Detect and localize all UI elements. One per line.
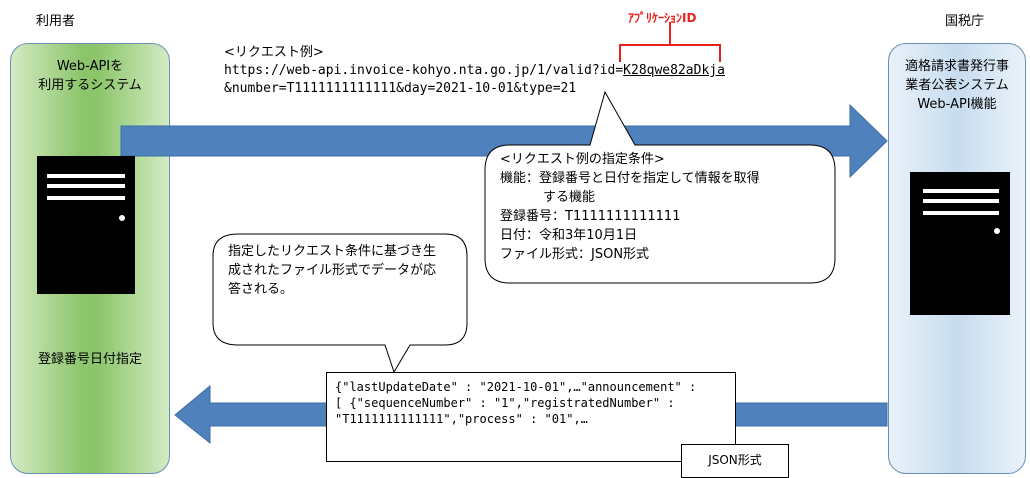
app-id-label: ｱﾌﾟﾘｹｰｼｮﾝID xyxy=(628,11,697,25)
request-params: &number=T1111111111111&day=2021-10-01&ty… xyxy=(224,81,577,96)
request-url: https://web-api.invoice-kohyo.nta.go.jp/… xyxy=(224,63,725,78)
condition-bubble-text: <リクエスト例の指定条件> 機能：登録番号と日付を指定して情報を取得 する機能 … xyxy=(500,152,760,262)
app-id-bracket xyxy=(619,22,721,62)
request-heading: <リクエスト例> xyxy=(224,45,324,60)
nta-system-title: 適格請求書発行事 業者公表システム Web-API機能 xyxy=(904,59,1009,112)
nta-server-icon xyxy=(910,172,1010,315)
json-format-label: JSON形式 xyxy=(681,444,789,478)
json-sample-box: {"lastUpdateDate" : "2021-10-01",…"annou… xyxy=(326,372,736,462)
response-bubble xyxy=(212,233,468,374)
user-label: 利用者 xyxy=(36,14,76,29)
request-example: <リクエスト例> https://web-api.invoice-kohyo.n… xyxy=(224,44,725,98)
client-system-panel: Web-APIを 利用するシステム 登録番号日付指定 xyxy=(10,43,170,474)
client-system-caption: 登録番号日付指定 xyxy=(37,352,142,367)
agency-label: 国税庁 xyxy=(945,14,985,29)
response-bubble-text: 指定したリクエスト条件に基づき生 成されたファイル形式でデータが応 答される。 xyxy=(228,244,437,297)
client-server-icon xyxy=(37,156,135,294)
client-system-title: Web-APIを 利用するシステム xyxy=(38,59,142,93)
request-app-id: K28qwe82aDkja xyxy=(623,63,725,78)
condition-bubble xyxy=(484,90,836,284)
request-arrow xyxy=(120,103,888,179)
